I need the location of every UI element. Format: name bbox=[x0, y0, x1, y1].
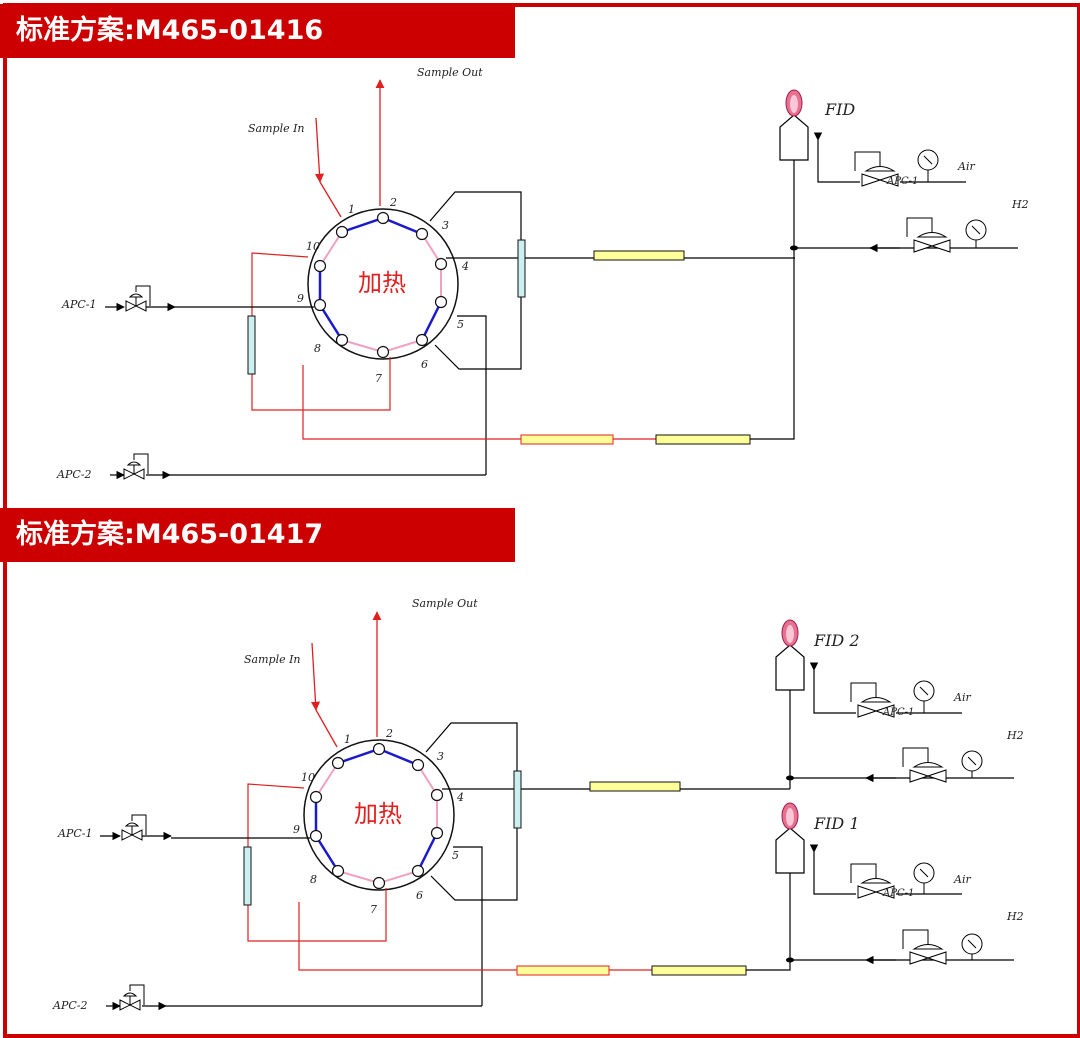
sample-in-label: Sample In bbox=[248, 122, 305, 135]
apc2-label-2: APC-2 bbox=[52, 999, 87, 1012]
apc1-valve-icon bbox=[125, 285, 151, 312]
sample-in-arrow-2 bbox=[310, 642, 338, 748]
air-regulator-icon-3 bbox=[850, 863, 895, 899]
apc2-valve-icon-2 bbox=[119, 984, 145, 1011]
restrictor-2 bbox=[513, 770, 522, 829]
sample-out-label: Sample Out bbox=[417, 66, 483, 79]
port-5: 5 bbox=[457, 318, 464, 331]
heater-label: 加热 bbox=[358, 269, 406, 297]
sample-in-label-2: Sample In bbox=[244, 653, 301, 666]
column-3-b bbox=[651, 965, 747, 976]
h2-label-3: H2 bbox=[1006, 910, 1024, 923]
air-apc-label: APC-1 bbox=[886, 176, 918, 187]
air-apc-label-2: APC-1 bbox=[882, 707, 914, 718]
port-6: 6 bbox=[421, 358, 428, 371]
port-8-b: 8 bbox=[310, 873, 317, 886]
port-4-b: 4 bbox=[456, 791, 464, 804]
apc1-label: APC-1 bbox=[61, 298, 96, 311]
loop-trap-2 bbox=[243, 846, 252, 906]
port-7-b: 7 bbox=[370, 903, 377, 916]
port-9-b: 9 bbox=[293, 823, 300, 836]
apc1-valve-icon-2 bbox=[121, 814, 147, 841]
fid2-label: FID 2 bbox=[813, 631, 860, 650]
loop-trap bbox=[247, 315, 256, 375]
air-label-3: Air bbox=[953, 873, 971, 886]
port-3: 3 bbox=[442, 219, 449, 232]
port-9: 9 bbox=[297, 292, 304, 305]
apc2-valve-icon bbox=[123, 453, 149, 480]
port-10: 10 bbox=[306, 240, 320, 253]
port-1-b: 1 bbox=[344, 733, 351, 746]
port-3-b: 3 bbox=[437, 750, 444, 763]
h2-regulator-icon-2 bbox=[902, 747, 947, 783]
port-8: 8 bbox=[314, 342, 321, 355]
port-7: 7 bbox=[375, 372, 382, 385]
air-label-2: Air bbox=[953, 691, 971, 704]
air-regulator-icon bbox=[854, 151, 899, 187]
column-1 bbox=[593, 250, 685, 261]
fid-detector bbox=[779, 89, 809, 161]
air-label: Air bbox=[957, 160, 975, 173]
h2-label: H2 bbox=[1011, 198, 1029, 211]
port-10-b: 10 bbox=[301, 771, 315, 784]
scheme-diagram-2: Sample In Sample Out 加热 1 2 3 4 5 6 7 8 … bbox=[52, 597, 1024, 1012]
air-regulator-icon-2 bbox=[850, 682, 895, 718]
scheme-diagram-1: Sample In Sample Out 加热 1 2 3 4 5 6 7 bbox=[56, 66, 1029, 481]
ten-port-valve-2: 加热 bbox=[303, 739, 455, 891]
h2-regulator-icon-3 bbox=[902, 929, 947, 965]
column-1-b bbox=[589, 781, 681, 792]
port-6-b: 6 bbox=[416, 889, 423, 902]
ten-port-valve: 加热 bbox=[307, 208, 459, 360]
port-1: 1 bbox=[348, 203, 355, 216]
air-apc-label-3: APC-1 bbox=[882, 888, 914, 899]
sample-in-arrow bbox=[314, 117, 342, 218]
heater-label-2: 加热 bbox=[354, 800, 402, 828]
port-5-b: 5 bbox=[452, 849, 459, 862]
sample-loop-2 bbox=[247, 783, 387, 942]
scheme-title-2: 标准方案:M465-01417 bbox=[0, 508, 515, 562]
column-2-b bbox=[516, 965, 610, 976]
restrictor bbox=[517, 239, 526, 298]
fid2-detector bbox=[775, 619, 805, 691]
sample-loop bbox=[251, 252, 391, 411]
apc1-label-2: APC-1 bbox=[57, 827, 92, 840]
fid1-label: FID 1 bbox=[813, 814, 860, 833]
port-2: 2 bbox=[389, 196, 397, 209]
fid1-detector bbox=[775, 802, 805, 874]
port-2-b: 2 bbox=[385, 727, 393, 740]
fid-label: FID bbox=[824, 100, 855, 119]
scheme-title-1: 标准方案:M465-01416 bbox=[0, 4, 515, 58]
apc2-label: APC-2 bbox=[56, 468, 91, 481]
h2-regulator-icon bbox=[906, 217, 951, 253]
port-4: 4 bbox=[461, 260, 469, 273]
h2-label-2: H2 bbox=[1006, 729, 1024, 742]
sample-out-label-2: Sample Out bbox=[412, 597, 478, 610]
